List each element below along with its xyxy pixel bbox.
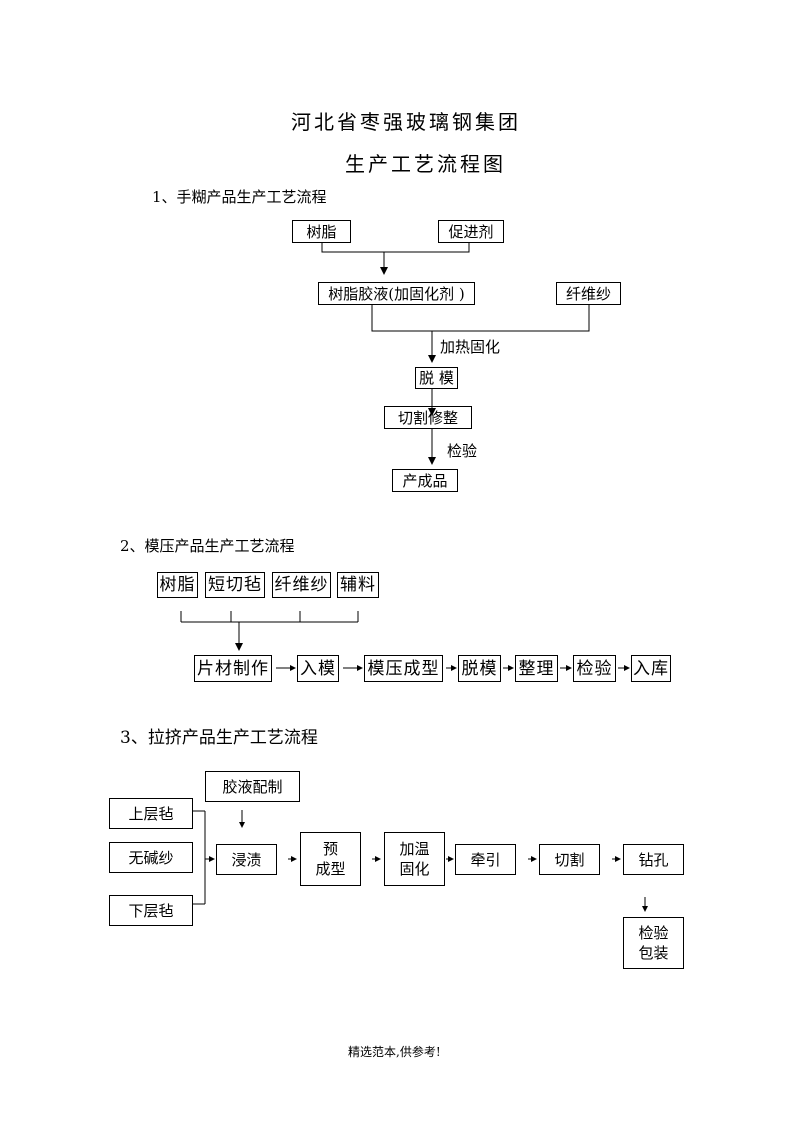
- footer-note: 精选范本,供参考!: [348, 1045, 441, 1059]
- box-inspect-package: 检验 包装: [623, 917, 684, 969]
- box-finishing: 整理: [515, 655, 558, 682]
- heat-cure-line1: 加温: [399, 840, 430, 858]
- box-impregnate: 浸渍: [216, 844, 277, 875]
- heat-cure-line2: 固化: [399, 860, 430, 878]
- box-input-auxiliary: 辅料: [337, 572, 379, 598]
- box-fiber-yarn: 纤维纱: [556, 282, 621, 305]
- box-upper-felt: 上层毡: [109, 798, 193, 829]
- company-title: 河北省枣强玻璃钢集团: [291, 110, 521, 134]
- box-demold: 脱 模: [415, 367, 458, 389]
- box-accelerator: 促进剂: [438, 220, 504, 243]
- box-input-chopped-mat: 短切毡: [205, 572, 265, 598]
- box-input-fiber-yarn: 纤维纱: [272, 572, 331, 598]
- preform-line2: 成型: [315, 860, 346, 878]
- box-resin: 树脂: [292, 220, 351, 243]
- inspect-package-line1: 检验: [638, 924, 669, 942]
- box-input-resin: 树脂: [157, 572, 198, 598]
- box-cut: 切割: [539, 844, 600, 875]
- box-product: 产成品: [392, 469, 458, 492]
- box-pull: 牵引: [455, 844, 516, 875]
- box-drill: 钻孔: [623, 844, 684, 875]
- section1-heading: 1、手糊产品生产工艺流程: [152, 188, 327, 206]
- box-cut-trim: 切割修整: [384, 406, 472, 429]
- box-inspection-2: 检验: [573, 655, 616, 682]
- preform-line1: 预: [322, 840, 338, 858]
- label-inspect: 检验: [447, 442, 478, 460]
- box-sheet-making: 片材制作: [194, 655, 272, 682]
- box-glue-prep: 胶液配制: [205, 771, 300, 802]
- label-heat-cure: 加热固化: [440, 338, 501, 356]
- box-mold-loading: 入模: [297, 655, 339, 682]
- box-alkali-free-yarn: 无碱纱: [109, 842, 193, 873]
- box-resin-liquid: 树脂胶液(加固化剂 ): [318, 282, 475, 305]
- box-compression-molding: 模压成型: [364, 655, 443, 682]
- box-warehousing: 入库: [631, 655, 671, 682]
- section3-heading: 3、拉挤产品生产工艺流程: [120, 728, 318, 748]
- box-heat-cure: 加温 固化: [384, 832, 445, 886]
- box-lower-felt: 下层毡: [109, 895, 193, 926]
- box-preform: 预 成型: [300, 832, 361, 886]
- inspect-package-line2: 包装: [638, 944, 669, 962]
- page-title: 生产工艺流程图: [345, 152, 506, 176]
- box-demold-2: 脱模: [458, 655, 501, 682]
- section2-heading: 2、模压产品生产工艺流程: [120, 537, 295, 555]
